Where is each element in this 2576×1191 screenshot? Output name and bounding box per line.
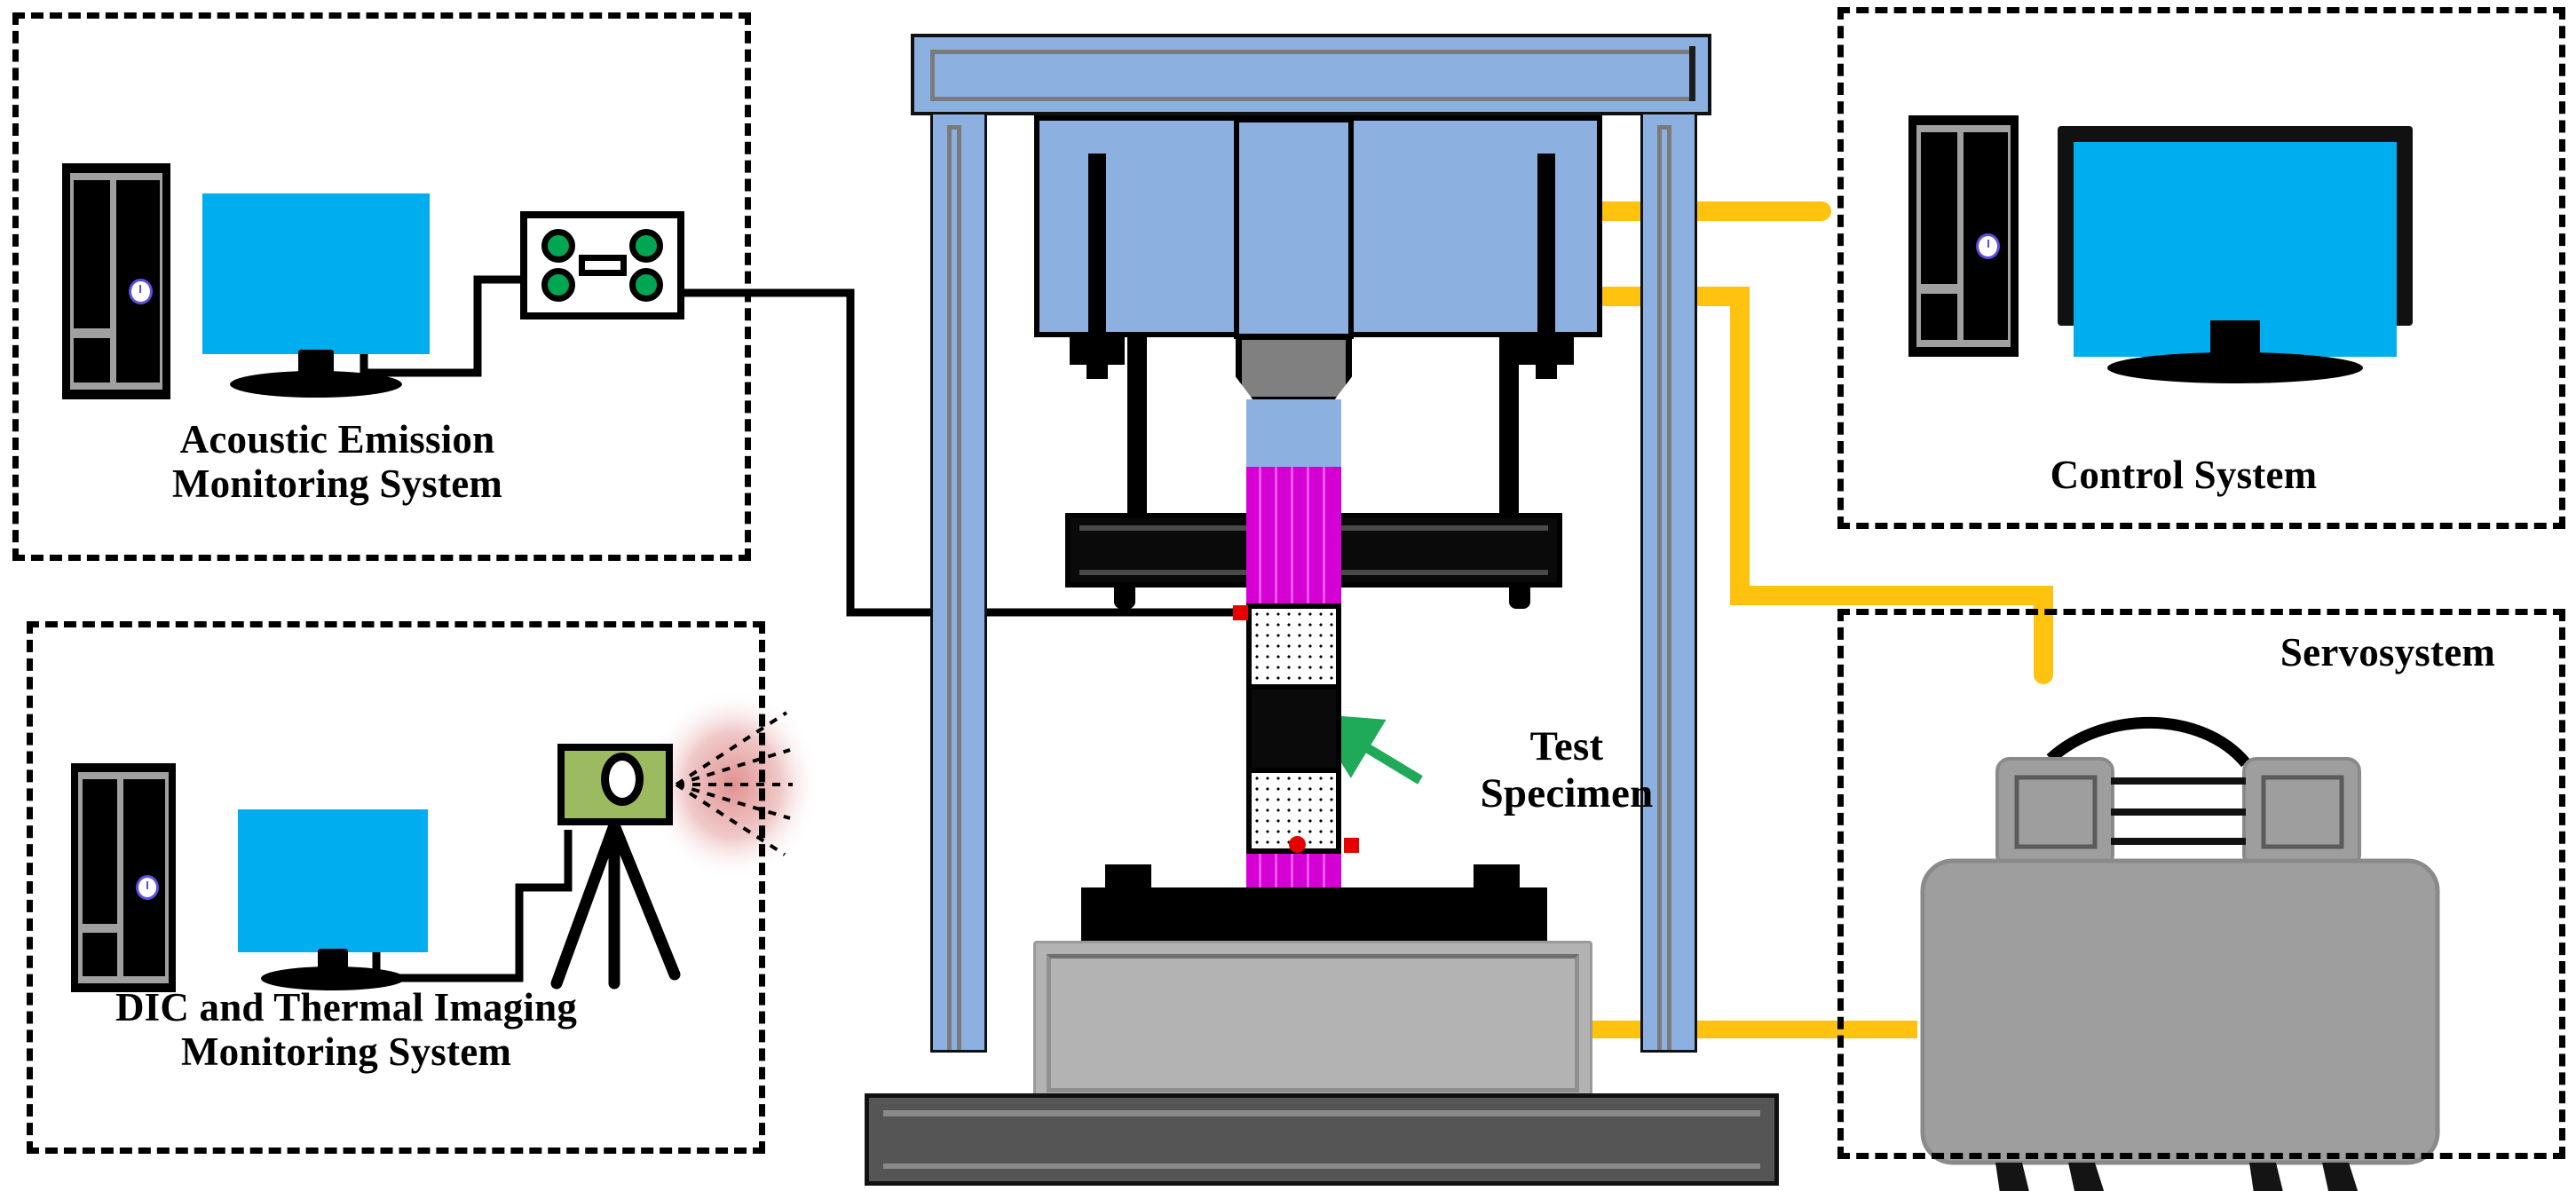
lower-platen-lug-left xyxy=(1105,864,1151,889)
machine-column-right xyxy=(1640,112,1697,1053)
servosystem-panel xyxy=(1837,609,2565,1159)
specimen-marker-dot xyxy=(1289,836,1306,853)
camera-lens-icon xyxy=(601,753,644,807)
ae-monitor-to-box-cable xyxy=(360,275,520,377)
dic-computer-tower-icon xyxy=(71,763,176,992)
acoustic-emission-panel-label: Acoustic Emission Monitoring System xyxy=(171,417,503,507)
control-computer-tower-icon xyxy=(1908,115,2019,357)
load-cell-icon xyxy=(1236,334,1352,403)
dic-thermal-panel-label: DIC and Thermal Imaging Monitoring Syste… xyxy=(115,985,578,1075)
specimen-central-black-layer xyxy=(1246,690,1341,768)
control-system-panel-label: Control System xyxy=(2050,453,2318,497)
crosshead-bolt-head-left xyxy=(1070,335,1125,365)
ae-monitor-icon xyxy=(202,193,430,399)
control-system-panel xyxy=(1837,7,2565,529)
dic-monitor-icon xyxy=(238,809,428,992)
lower-platen-lug-right xyxy=(1474,864,1520,889)
specimen-upper-speckle-block xyxy=(1246,603,1341,690)
crosshead-bolt-tip-left xyxy=(1087,363,1108,379)
specimen-upper-magenta-grip xyxy=(1246,467,1341,603)
ae-channel-led-1 xyxy=(541,229,575,263)
servo-unit-icon xyxy=(1920,716,2440,1191)
control-monitor-icon xyxy=(2058,126,2413,389)
ae-sensor-lower xyxy=(1344,838,1359,853)
machine-lower-platen xyxy=(1081,887,1547,943)
crosshead-bolt-head-right xyxy=(1519,335,1574,365)
ae-computer-tower-icon xyxy=(62,163,170,399)
ae-display-slot xyxy=(578,255,627,276)
acoustic-emission-panel xyxy=(12,12,751,561)
servosystem-panel-label: Servosystem xyxy=(2280,630,2496,674)
ae-box-to-specimen-cable xyxy=(684,288,1233,617)
thermal-emission-glow xyxy=(646,689,820,880)
crosshead-bolt-tip-right xyxy=(1536,363,1557,379)
dic-thermal-panel xyxy=(27,621,765,1154)
ae-acquisition-box-icon[interactable] xyxy=(520,211,684,319)
machine-actuator xyxy=(1033,941,1592,1106)
ae-channel-led-4 xyxy=(629,268,663,302)
upper-platen-foot-right xyxy=(1509,582,1530,609)
machine-crosshead-window xyxy=(1234,117,1354,339)
test-specimen-label: Test Specimen xyxy=(1480,723,1654,816)
machine-base xyxy=(865,1093,1779,1186)
upper-platen-foot-left xyxy=(1114,582,1135,609)
ae-sensor-upper xyxy=(1233,605,1248,620)
crosshead-bolt-right xyxy=(1537,154,1555,344)
machine-loading-rod xyxy=(1246,399,1341,467)
thermal-camera-icon xyxy=(557,744,673,825)
tripod-legs xyxy=(550,819,681,990)
thermal-ray-lines xyxy=(675,711,793,856)
machine-top-beam xyxy=(911,34,1711,115)
machine-column-left xyxy=(930,112,987,1053)
ae-channel-led-2 xyxy=(629,229,663,263)
ae-channel-led-3 xyxy=(541,268,575,302)
crosshead-bolt-left xyxy=(1088,154,1106,344)
